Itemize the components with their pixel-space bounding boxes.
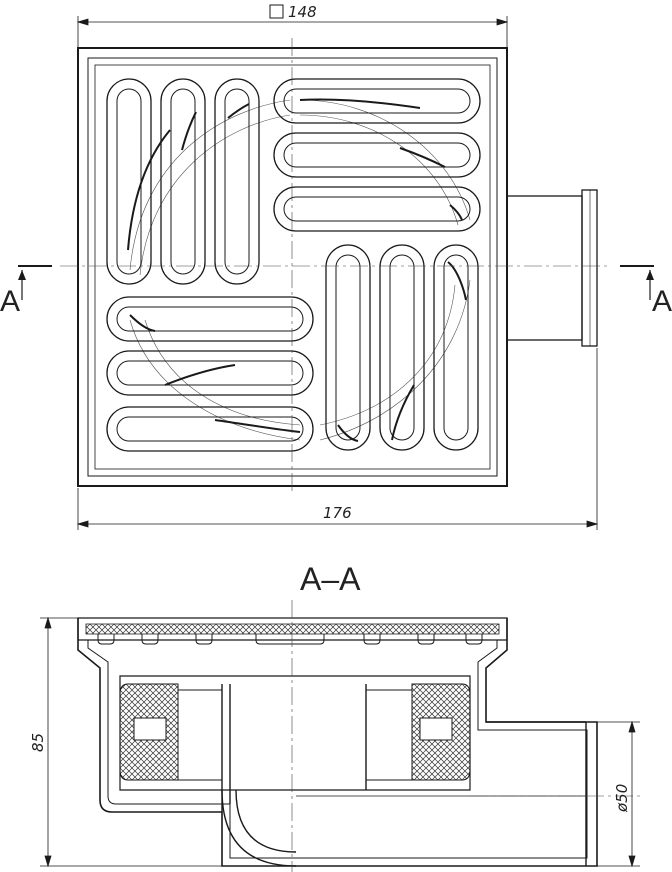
dimension-85 <box>40 616 222 868</box>
centerlines-section <box>291 600 640 872</box>
inner-frame <box>87 57 498 477</box>
gasket-inner <box>177 689 413 781</box>
section-title: A–A <box>300 561 361 597</box>
dimension-85-label: 85 <box>29 733 47 752</box>
slots-bottom-left <box>106 296 314 452</box>
bend <box>221 789 297 867</box>
dimension-148-label: 148 <box>288 3 317 21</box>
dimension-50 <box>597 720 640 868</box>
dimension-148 <box>76 4 509 48</box>
section-letter-left: A <box>0 285 20 318</box>
section-marker-right <box>620 265 654 300</box>
dimension-50-label: ø50 <box>613 784 631 813</box>
dimension-176 <box>76 348 599 530</box>
siphon-tube <box>221 684 367 812</box>
funnel-body-inner <box>87 640 588 859</box>
outer-frame <box>77 47 508 487</box>
funnel-arcs <box>129 99 471 441</box>
gasket-right <box>411 683 471 781</box>
section-marker-left <box>18 265 52 300</box>
grate-notches <box>97 634 483 645</box>
top-view: 148 <box>18 3 654 530</box>
slots-bottom-right <box>325 244 479 451</box>
section-view <box>40 600 640 872</box>
section-letter-right: A <box>652 285 672 318</box>
grate-section <box>77 617 508 645</box>
grate-border <box>94 64 491 470</box>
dimension-176-label: 176 <box>323 504 352 522</box>
gasket-left <box>119 683 179 781</box>
slots-top-left <box>106 78 260 285</box>
outlet-pipe-top <box>506 189 598 347</box>
square-symbol <box>269 4 284 19</box>
slots-top-right <box>273 78 481 232</box>
centerlines-top <box>60 38 610 495</box>
